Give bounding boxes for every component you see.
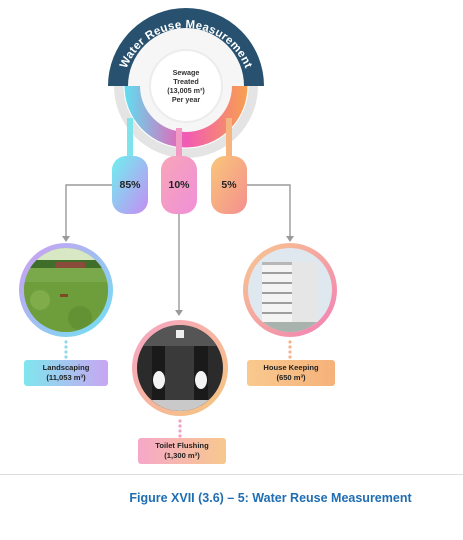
center-line-4: Per year [171,95,201,104]
title-arc-band [108,8,264,87]
housekeeping-photo [248,248,332,332]
label-landscaping-name: Landscaping [42,363,90,372]
pill-10 [161,156,197,214]
label-housekeeping-name: House Keeping [263,363,319,372]
pill-5 [211,156,247,214]
connector-landscaping [65,184,112,238]
pill-5-text: 5% [211,156,247,214]
percent-housekeeping: 5% [221,179,237,191]
color-band [124,86,248,148]
center-line-3: (13,005 m³) [167,86,205,95]
figure-caption: Figure XVII (3.6) – 5: Water Reuse Measu… [129,491,412,505]
center-label: Sewage Treated (13,005 m³) Per year [158,58,214,114]
label-toilet: Toilet Flushing (1,300 m³) [138,438,226,464]
center-line-1: Sewage [172,68,200,77]
label-landscaping: Landscaping (11,053 m³) [24,360,108,386]
percent-toilet: 10% [168,179,190,191]
pill-10-text: 10% [161,156,197,214]
percent-landscaping: 85% [119,179,141,191]
pill-85-text: 85% [112,156,148,214]
label-landscaping-value: (11,053 m³) [46,373,86,382]
label-toilet-name: Toilet Flushing [155,441,209,450]
divider [0,474,463,475]
label-housekeeping: House Keeping (650 m³) [247,360,335,386]
label-housekeeping-value: (650 m³) [276,373,306,382]
pill-85 [112,156,148,214]
label-toilet-value: (1,300 m³) [164,451,200,460]
center-line-2: Treated [173,77,199,86]
connector-housekeeping [247,184,291,238]
